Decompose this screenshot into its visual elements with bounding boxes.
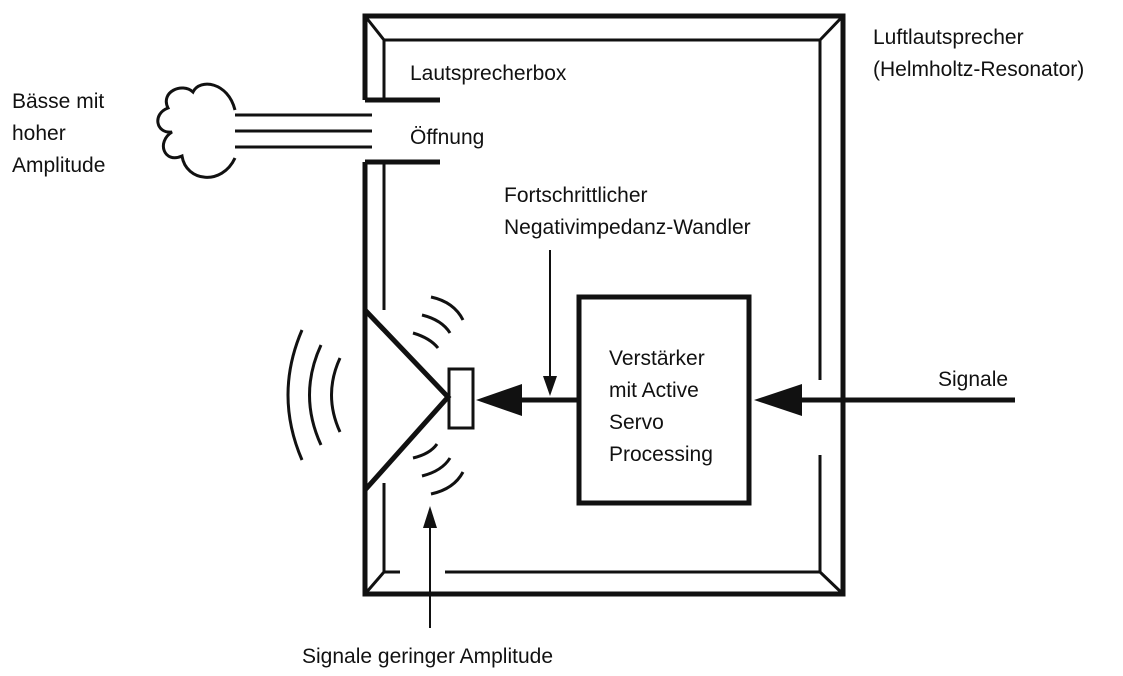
sound-wave-icon xyxy=(330,357,342,433)
amplifier-label-line-3: Servo xyxy=(609,411,664,434)
bass-label: Bässe mit hoher Amplitude xyxy=(12,86,105,182)
sound-wave-icon xyxy=(412,443,439,460)
arrow-icon xyxy=(476,384,522,416)
speaker-type-line-1: Luftlautsprecher xyxy=(873,26,1024,49)
opening-label: Öffnung xyxy=(410,126,485,149)
cloud-icon xyxy=(156,82,237,179)
converter-label-line-1: Fortschrittlicher xyxy=(504,184,648,207)
sound-wave-icon xyxy=(412,331,440,349)
sound-wave-icon xyxy=(308,344,323,446)
arrow-icon xyxy=(543,376,557,396)
converter-label: Fortschrittlicher Negativimpedanz-Wandle… xyxy=(504,180,751,244)
sound-wave-icon xyxy=(421,457,452,478)
signal-input-label: Signale xyxy=(938,368,1009,391)
arrow-icon xyxy=(754,384,802,416)
box-label: Lautsprecherbox xyxy=(410,62,567,85)
sound-wave-icon xyxy=(430,471,465,496)
amplifier-label-line-2: mit Active xyxy=(609,379,699,402)
amplifier-label-line-1: Verstärker xyxy=(609,347,705,370)
bevel-bottom-left xyxy=(363,571,386,595)
speaker-type-label: Luftlautsprecher (Helmholtz-Resonator) xyxy=(873,22,1084,86)
cabinet-outer-wall xyxy=(362,13,846,597)
cabinet-inner-wall-left xyxy=(382,162,400,574)
bevel-bottom-right xyxy=(818,570,845,596)
driver-block xyxy=(447,367,475,430)
converter-label-line-2: Negativimpedanz-Wandler xyxy=(504,216,751,239)
bevel-top-left xyxy=(363,15,386,41)
bevel-top-right xyxy=(818,14,845,42)
speaker-cone xyxy=(363,308,452,492)
sound-wave-icon xyxy=(430,295,465,321)
arrow-icon xyxy=(423,506,437,528)
bass-label-line-3: Amplitude xyxy=(12,154,106,177)
bass-label-line-2: hoher xyxy=(12,122,66,145)
amplifier-label-line-4: Processing xyxy=(609,443,713,466)
bass-label-line-1: Bässe mit xyxy=(12,90,105,113)
low-amplitude-label: Signale geringer Amplitude xyxy=(302,645,553,668)
speaker-type-line-2: (Helmholtz-Resonator) xyxy=(873,58,1085,81)
sound-wave-icon xyxy=(421,313,452,334)
sound-wave-icon xyxy=(286,329,304,461)
amplifier-label: Verstärker mit Active Servo Processing xyxy=(609,343,713,471)
